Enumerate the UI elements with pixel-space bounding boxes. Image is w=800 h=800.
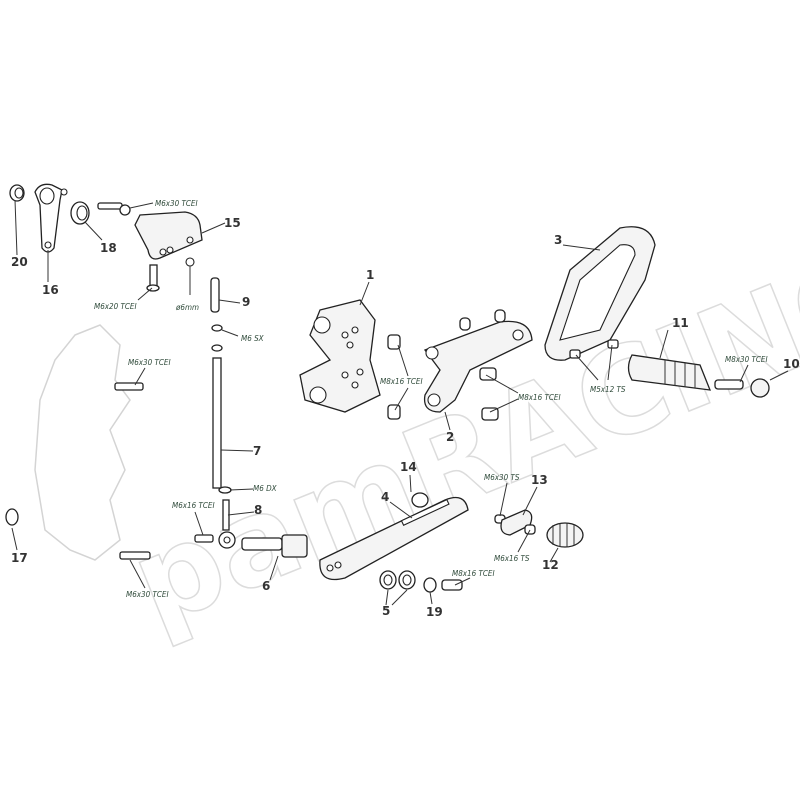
callout-16: 16 bbox=[42, 283, 59, 297]
screws-m8x16-left bbox=[387, 334, 401, 420]
part-7-rod bbox=[212, 357, 222, 489]
part-16-lever bbox=[34, 183, 68, 253]
callout-20: 20 bbox=[11, 255, 28, 269]
callout-14: 14 bbox=[400, 460, 417, 474]
part-18-bearing bbox=[70, 201, 90, 225]
screw-m8x16-bottom bbox=[441, 579, 463, 591]
spec-m6x30-tcei-mid: M6x30 TCEI bbox=[128, 358, 171, 367]
part-20-bushing bbox=[9, 184, 25, 202]
spec-m6x16-tcei: M6x16 TCEI bbox=[172, 501, 215, 510]
spec-m6x20-tcei: M6x20 TCEI bbox=[94, 302, 137, 311]
callout-13: 13 bbox=[531, 473, 548, 487]
spec-m6-sx: M6 SX bbox=[241, 334, 265, 343]
callout-4: 4 bbox=[381, 490, 389, 504]
screw-m6x30-bottom bbox=[119, 551, 151, 560]
callout-9: 9 bbox=[242, 295, 250, 309]
callout-18: 18 bbox=[100, 241, 117, 255]
callout-11: 11 bbox=[672, 316, 689, 330]
spec-washer-6mm: ø6mm bbox=[175, 303, 199, 312]
part-3-heel-guard bbox=[544, 226, 656, 361]
nut-m6-sx bbox=[211, 324, 223, 352]
callout-7: 7 bbox=[253, 444, 261, 458]
part-19-washer bbox=[423, 577, 437, 593]
spec-m6x30-tcei-bottom: M6x30 TCEI bbox=[126, 590, 169, 599]
spec-m6x30-tcei-top: M6x30 TCEI bbox=[155, 199, 198, 208]
engine-cover-outline bbox=[34, 324, 131, 561]
callout-3: 3 bbox=[554, 233, 562, 247]
screw-m6x30-mid bbox=[114, 382, 144, 391]
leader-lines bbox=[11, 199, 789, 606]
spec-m5x12-ts: M5x12 TS bbox=[590, 385, 626, 394]
part-10-end-cap bbox=[750, 378, 770, 398]
screws-m8x16-mid bbox=[479, 367, 499, 421]
spec-m8x30-tcei: M8x30 TCEI bbox=[725, 355, 768, 364]
callout-1: 1 bbox=[366, 268, 374, 282]
part-12-shift-rubber bbox=[546, 522, 584, 548]
part-9-pin bbox=[210, 277, 220, 313]
part-6-pivot-bolt bbox=[241, 534, 308, 558]
callout-15: 15 bbox=[224, 216, 241, 230]
callout-10: 10 bbox=[783, 357, 800, 371]
part-17-spacer bbox=[5, 508, 19, 526]
callout-6: 6 bbox=[262, 579, 270, 593]
callout-2: 2 bbox=[446, 430, 454, 444]
part-13-link bbox=[494, 509, 536, 536]
part-1-plate bbox=[299, 299, 381, 413]
callout-5: 5 bbox=[382, 604, 390, 618]
screw-m8x30 bbox=[714, 379, 744, 390]
part-5-bearings bbox=[379, 570, 416, 590]
part-14-spacer bbox=[411, 492, 429, 508]
spec-m6x16-ts: M6x16 TS bbox=[494, 554, 530, 563]
callout-12: 12 bbox=[542, 558, 559, 572]
nut-m6-dx bbox=[218, 486, 232, 494]
spec-m8x16-tcei-left: M8x16 TCEI bbox=[380, 377, 423, 386]
part-2-footpeg-bracket bbox=[423, 309, 533, 413]
spec-m6x30-ts: M6x30 TS bbox=[484, 473, 520, 482]
callout-17: 17 bbox=[11, 551, 28, 565]
callout-8: 8 bbox=[254, 503, 262, 517]
callout-19: 19 bbox=[426, 605, 443, 619]
part-4-shift-lever bbox=[319, 496, 469, 581]
spec-m8x16-tcei-mid: M8x16 TCEI bbox=[518, 393, 561, 402]
screw-m6x30-top bbox=[97, 202, 131, 216]
part-11-footpeg bbox=[627, 354, 712, 391]
part-15-bracket bbox=[134, 211, 203, 292]
spec-m6-dx: M6 DX bbox=[253, 484, 278, 493]
spec-m8x16-tcei-bottom: M8x16 TCEI bbox=[452, 569, 495, 578]
